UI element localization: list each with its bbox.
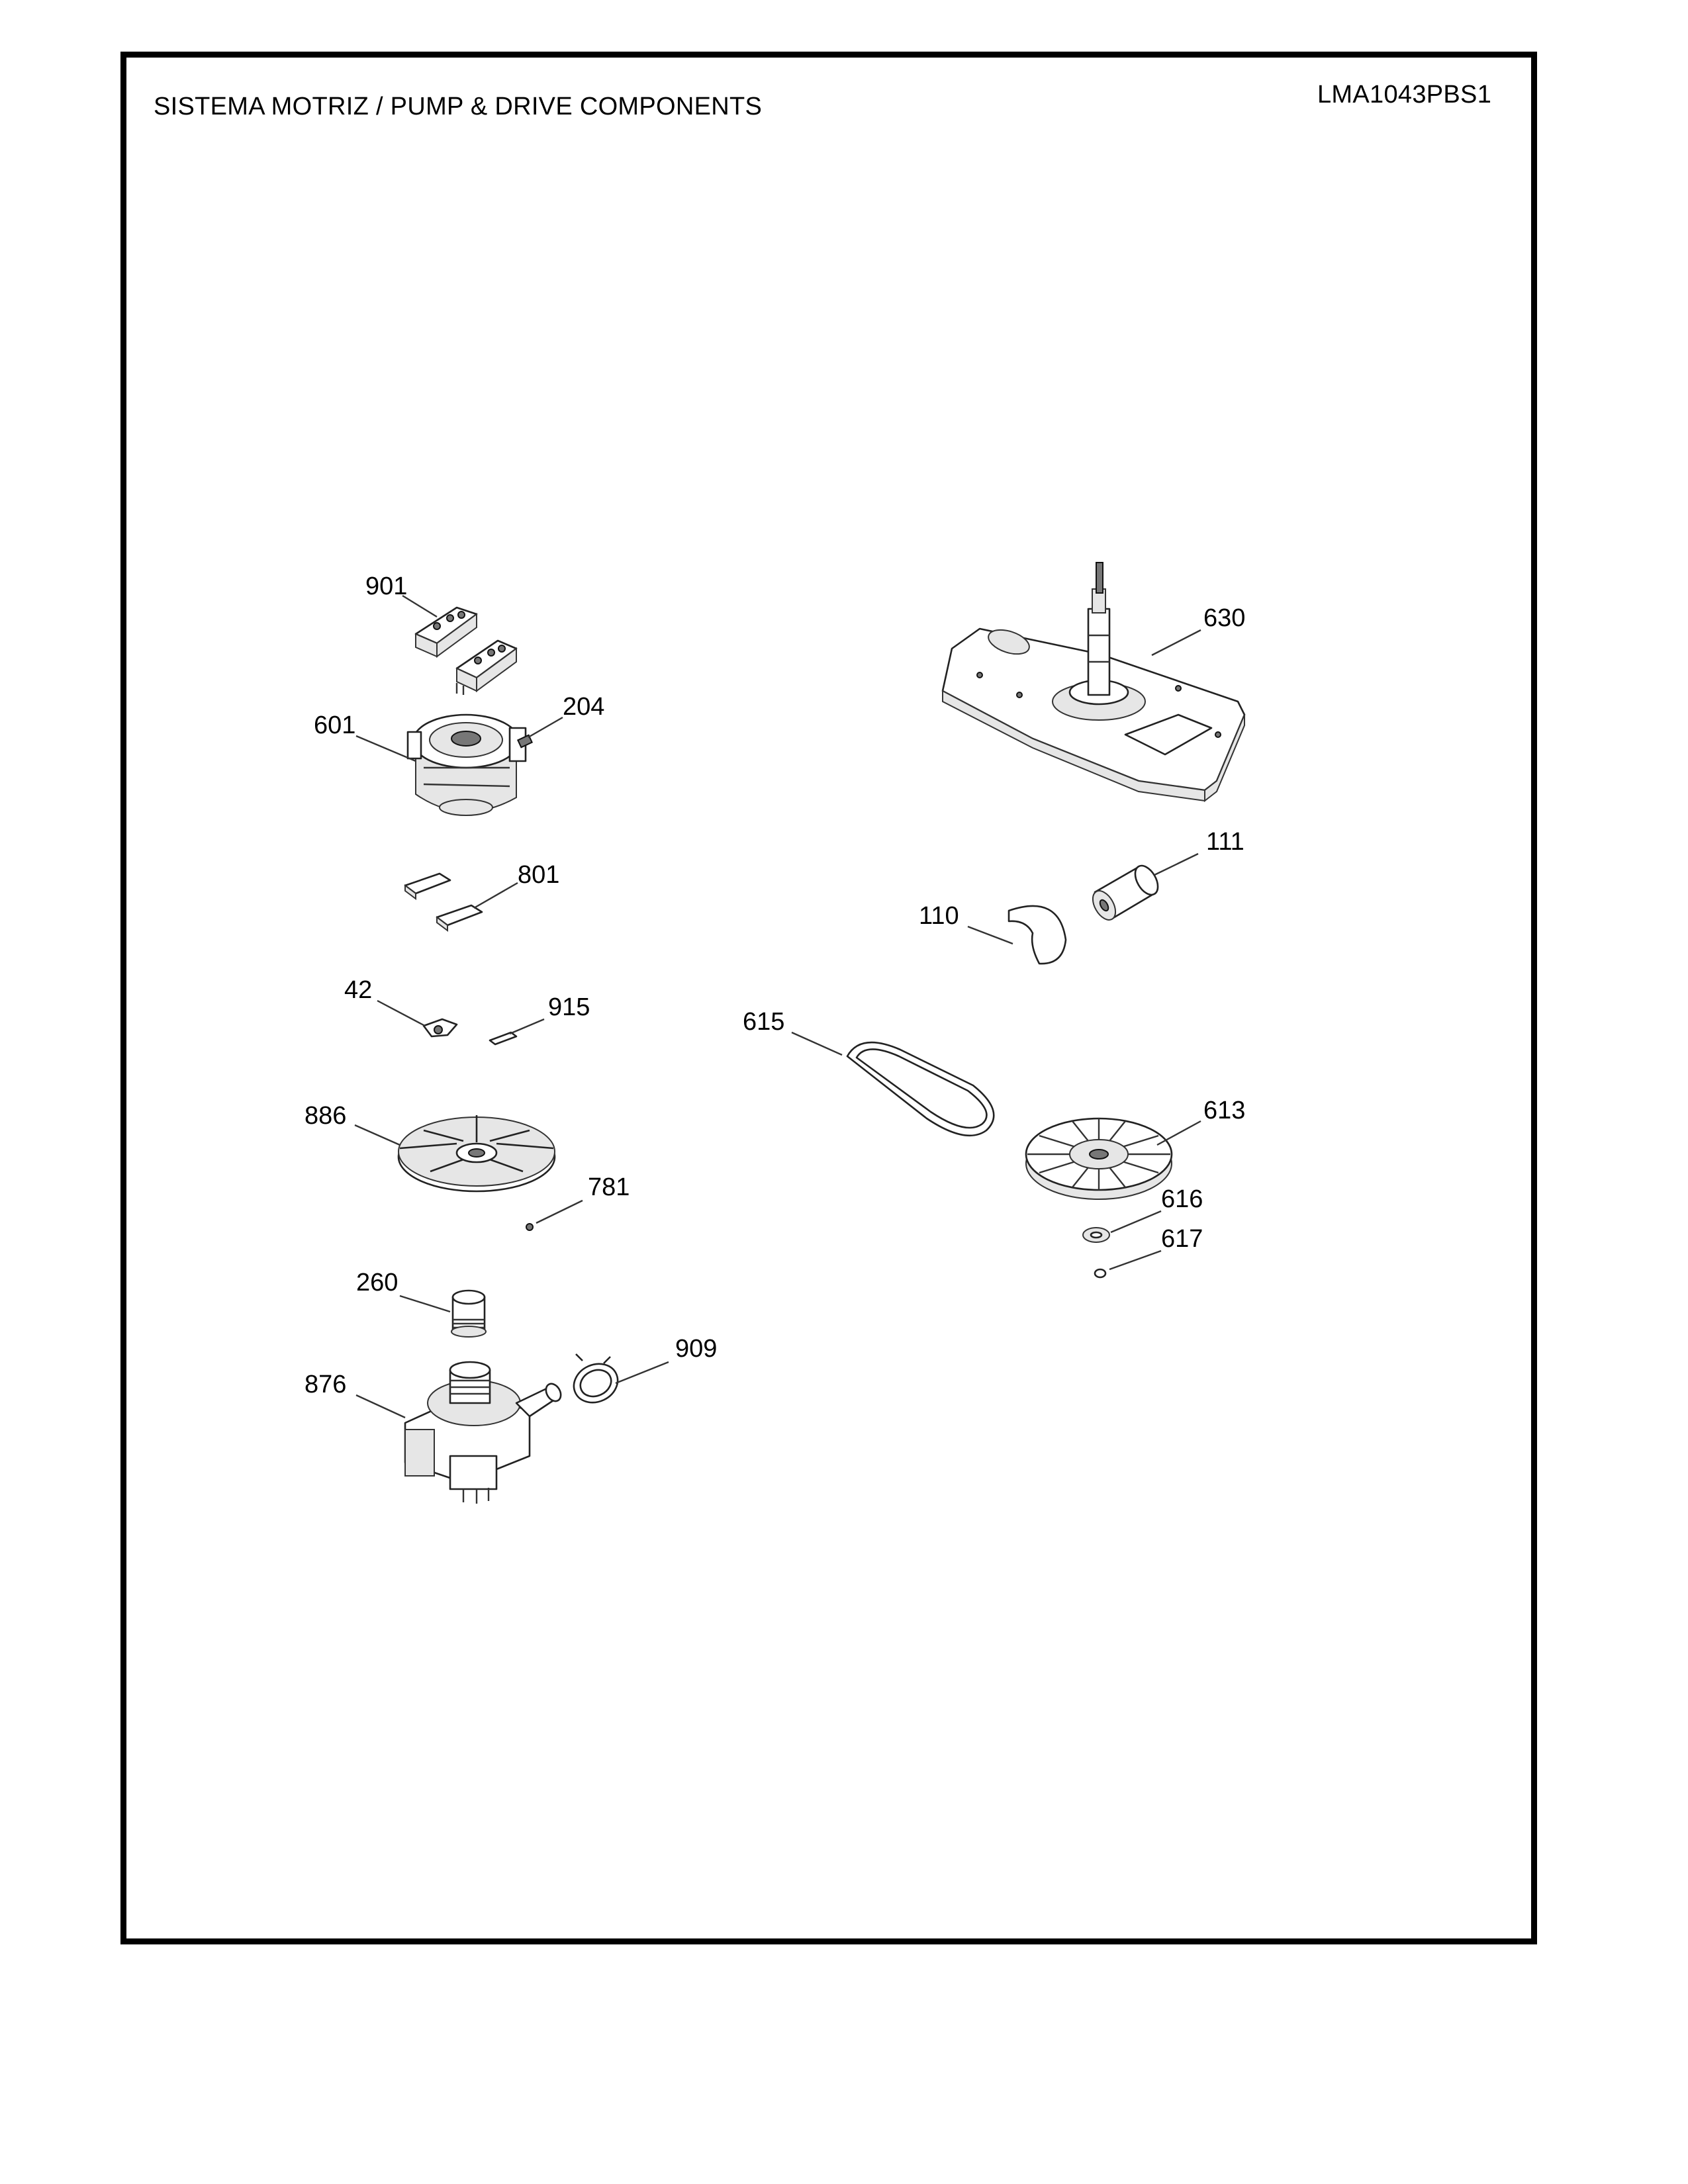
leader-886 [354, 1124, 400, 1146]
leader-781 [536, 1199, 583, 1224]
part-915-key [489, 1031, 518, 1046]
callout-613: 613 [1203, 1097, 1245, 1124]
callout-915: 915 [548, 993, 590, 1021]
part-781-washer [526, 1223, 534, 1231]
leader-617 [1109, 1250, 1162, 1271]
part-630-transmission [941, 562, 1246, 803]
part-876-pump [404, 1361, 562, 1504]
leader-260 [399, 1295, 451, 1313]
callout-901: 901 [365, 572, 407, 600]
leader-42 [377, 999, 426, 1027]
part-909-clamp [573, 1353, 619, 1404]
part-260-plug [451, 1289, 487, 1338]
leader-110 [967, 925, 1013, 945]
callout-876: 876 [305, 1371, 346, 1398]
callout-260: 260 [356, 1269, 398, 1297]
diagram-frame [120, 52, 1537, 1944]
callout-111: 111 [1206, 828, 1244, 856]
leader-613 [1156, 1120, 1201, 1146]
part-616-washer [1082, 1227, 1110, 1243]
callout-781: 781 [588, 1173, 630, 1201]
leader-801 [473, 882, 518, 909]
part-615-belt [846, 1041, 995, 1137]
part-886-fan [397, 1115, 556, 1193]
leader-615 [791, 1031, 843, 1056]
leader-876 [355, 1394, 406, 1419]
part-617-ring [1094, 1268, 1107, 1279]
leader-909 [615, 1361, 669, 1385]
callout-616: 616 [1161, 1185, 1203, 1213]
callout-630: 630 [1203, 604, 1245, 632]
callout-909: 909 [675, 1335, 717, 1363]
callout-886: 886 [305, 1102, 346, 1130]
callout-615: 615 [743, 1008, 784, 1036]
callout-617: 617 [1161, 1225, 1203, 1253]
callout-601: 601 [314, 711, 355, 739]
callout-801: 801 [518, 861, 559, 889]
part-42-clip [422, 1018, 458, 1038]
leader-204 [528, 716, 563, 739]
part-801-pads [404, 872, 483, 932]
part-901-brackets [414, 606, 518, 695]
leader-601 [355, 735, 416, 762]
leader-616 [1110, 1210, 1162, 1234]
page-title: SISTEMA MOTRIZ / PUMP & DRIVE COMPONENTS [154, 93, 763, 120]
part-601-motor [406, 713, 527, 816]
leader-901 [402, 594, 438, 618]
part-204-screw [516, 734, 534, 749]
callout-204: 204 [563, 693, 604, 721]
leader-915 [509, 1018, 545, 1035]
leader-630 [1151, 629, 1201, 657]
part-110-strap [1008, 905, 1067, 965]
leader-111 [1154, 852, 1199, 876]
part-613-pulley [1025, 1117, 1173, 1200]
callout-110: 110 [919, 902, 959, 930]
part-111-cylinder [1092, 864, 1159, 921]
model-number: LMA1043PBS1 [1317, 81, 1492, 109]
callout-42: 42 [344, 976, 372, 1004]
